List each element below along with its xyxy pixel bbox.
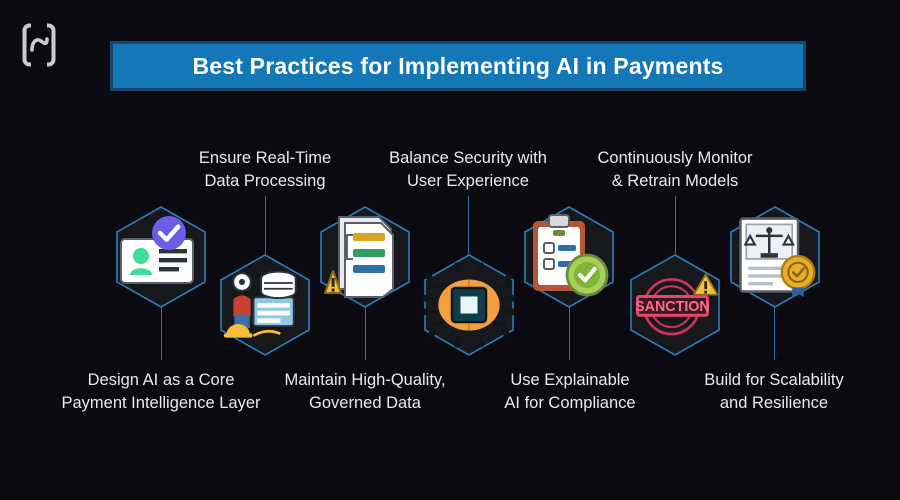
node-hexagon-4[interactable] [423, 253, 515, 357]
node-hexagon-1[interactable] [115, 205, 207, 309]
node-label-5: Use Explainable AI for Compliance [504, 371, 636, 412]
node-label-7: Build for Scalability and Resilience [704, 371, 844, 412]
node-label-6: Continuously Monitor & Retrain Models [597, 149, 753, 190]
node-label-3: Maintain High-Quality, Governed Data [284, 371, 446, 412]
brand-logo [22, 21, 56, 69]
connector-node-7 [774, 305, 775, 360]
connector-node-2 [265, 196, 266, 256]
node-hexagon-3[interactable] [319, 205, 411, 309]
node-hexagon-7[interactable] [729, 205, 821, 309]
node-label-1: Design AI as a Core Payment Intelligence… [61, 371, 261, 412]
connector-node-4 [468, 196, 469, 256]
connector-node-1 [161, 305, 162, 360]
connector-node-5 [569, 305, 570, 360]
connector-node-3 [365, 305, 366, 360]
node-hexagon-5[interactable] [523, 205, 615, 309]
page-title: Best Practices for Implementing AI in Pa… [192, 52, 724, 79]
connector-node-6 [675, 196, 676, 256]
node-label-4: Balance Security with User Experience [389, 149, 547, 190]
title-banner: Best Practices for Implementing AI in Pa… [110, 41, 806, 91]
node-label-2: Ensure Real-Time Data Processing [198, 149, 332, 190]
node-hexagon-6[interactable]: SANCTION [629, 253, 721, 357]
node-hexagon-2[interactable] [219, 253, 311, 357]
